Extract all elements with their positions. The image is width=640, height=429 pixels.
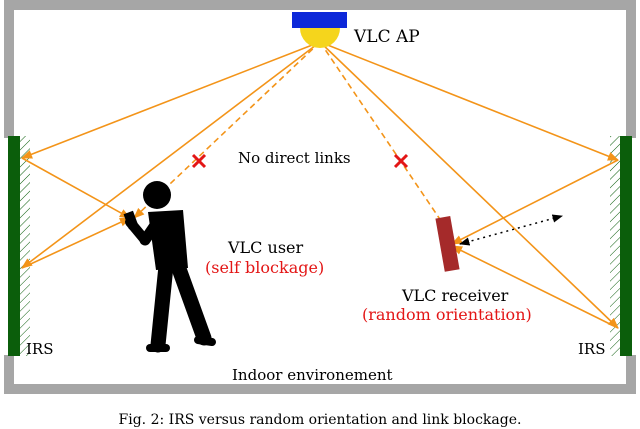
label-irs-left: IRS [26,340,54,358]
label-irs-right: IRS [578,340,606,358]
ray-irs-left-to-user [21,157,131,219]
wall-right-lower [626,355,636,393]
room-walls [4,0,636,394]
label-random-orientation: (random orientation) [362,305,532,324]
ray-ap-to-irs-left-top [20,41,321,159]
vlc-access-point [292,12,347,48]
figure-caption: Fig. 2: IRS versus random orientation an… [118,412,522,428]
orientation-arrow [458,214,564,246]
wall-top [4,0,636,10]
ray-irs-left-lower-to-user [21,217,132,269]
label-environment: Indoor environement [232,366,393,384]
irs-right [610,136,632,356]
ray-ap-to-irs-right-top [319,41,620,161]
label-vlc-ap: VLC AP [353,27,420,47]
person-head [143,181,171,209]
ray-irs-right-lower-to-receiver [450,245,619,329]
ray-direct-to-receiver-blocked [319,41,455,241]
wall-bottom [4,384,636,394]
label-no-direct-links: No direct links [238,149,351,167]
vlc-user-figure [123,181,216,353]
person-leg-left [150,258,174,353]
label-vlc-receiver: VLC receiver [401,286,509,305]
wall-right-upper [626,0,636,138]
person-leg-right [170,258,212,346]
ap-fixture [292,12,347,28]
label-vlc-user: VLC user [227,238,303,257]
wall-left-lower [4,355,14,393]
person-phone [123,210,139,230]
label-self-blockage: (self blockage) [205,258,324,277]
ray-irs-right-to-receiver [451,159,619,245]
irs-left [8,136,30,356]
light-rays [20,41,620,329]
blocked-x-user [191,153,207,169]
ap-bulb [300,28,340,48]
ray-ap-to-irs-right-bottom [319,41,619,329]
vlc-receiver-device [435,216,460,272]
blocked-markers [191,153,409,169]
person-foot-right [194,336,216,346]
blocked-x-receiver [393,153,409,169]
ray-ap-to-irs-left-bottom [21,41,321,269]
wall-left-upper [4,0,14,138]
